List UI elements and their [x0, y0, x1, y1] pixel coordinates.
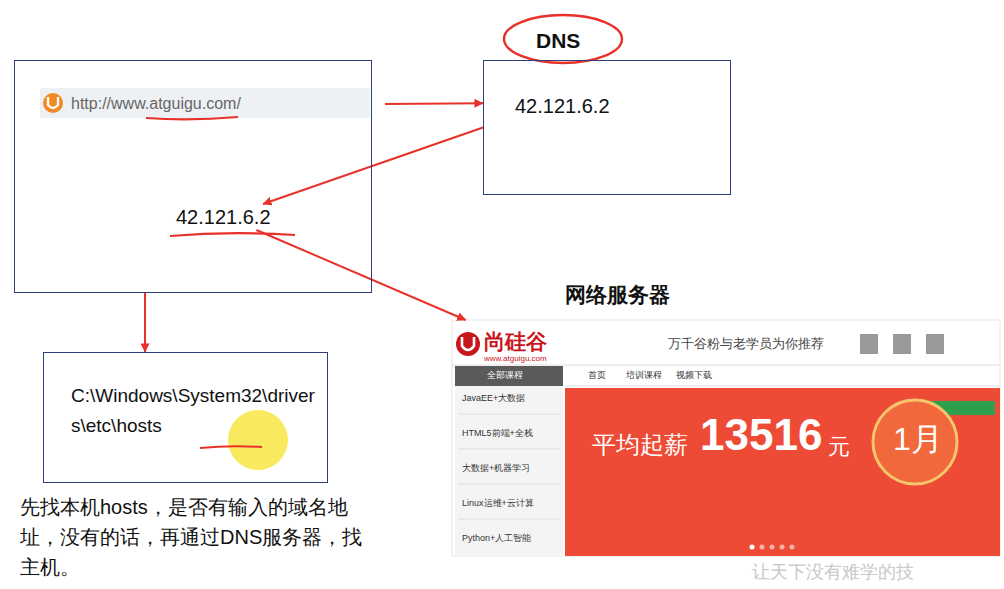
highlight-underline — [170, 233, 295, 236]
site-slogan: 万千谷粉与老学员为你推荐 — [668, 337, 824, 352]
node-text: http://www.atguigu.com/ — [41, 89, 385, 119]
highlight-circle — [504, 15, 622, 63]
node-heading: DNS — [536, 29, 580, 53]
sidebar-item: HTML5前端+全栈 — [462, 428, 533, 438]
nav-item: 首页 — [588, 370, 606, 380]
sidebar-item: 大数据+机器学习 — [462, 463, 530, 473]
node-text: 42.121.6.2 — [176, 204, 271, 230]
browser-box: http://www.atguigu.com/42.121.6.2 — [14, 60, 372, 293]
browser-icon — [43, 93, 63, 113]
sidebar-item: Python+人工智能 — [462, 533, 531, 543]
banner-text: 平均起薪 — [592, 431, 688, 459]
highlight-underline — [146, 117, 238, 119]
banner-number: 13516 — [700, 410, 822, 461]
nav-item: 视频下载 — [676, 370, 712, 380]
note: 先找本机hosts，是否有输入的域名地址，没有的话，再通过DNS服务器，找主机。 — [20, 492, 380, 582]
arrow-connector — [263, 128, 483, 205]
node-text: C:\Windows\System32\drivers\etc\hosts — [44, 353, 327, 441]
sidebar-item: Linux运维+云计算 — [462, 498, 534, 508]
node-heading: 网络服务器 — [565, 282, 670, 308]
sidebar-item: JavaEE+大数据 — [462, 393, 525, 403]
watermark: 让天下没有难学的技 — [752, 562, 914, 583]
banner-text: 元 — [828, 434, 850, 459]
cursor-highlight — [228, 410, 288, 470]
hosts-box: C:\Windows\System32\drivers\etc\hosts — [43, 352, 328, 483]
arrow-connector — [385, 102, 483, 105]
banner-badge: 1月 — [893, 421, 943, 458]
sidebar-header: 全部课程 — [487, 370, 523, 380]
site-logo-text: 尚硅谷 — [484, 330, 547, 354]
browser-icon — [48, 97, 58, 108]
website-screenshot — [452, 320, 1000, 556]
node-text: 42.121.6.2 — [484, 61, 730, 119]
ip-address: 42.121.6.2 — [176, 204, 271, 230]
highlight-underline — [200, 446, 262, 448]
dns-box: DNS42.121.6.2 — [483, 60, 731, 195]
arrow-connector — [144, 293, 146, 352]
nav-item: 培训课程 — [626, 370, 662, 380]
arrow-connector — [256, 230, 465, 320]
url-bar: http://www.atguigu.com/ — [41, 89, 385, 119]
site-url: www.atguigu.com — [484, 354, 547, 363]
